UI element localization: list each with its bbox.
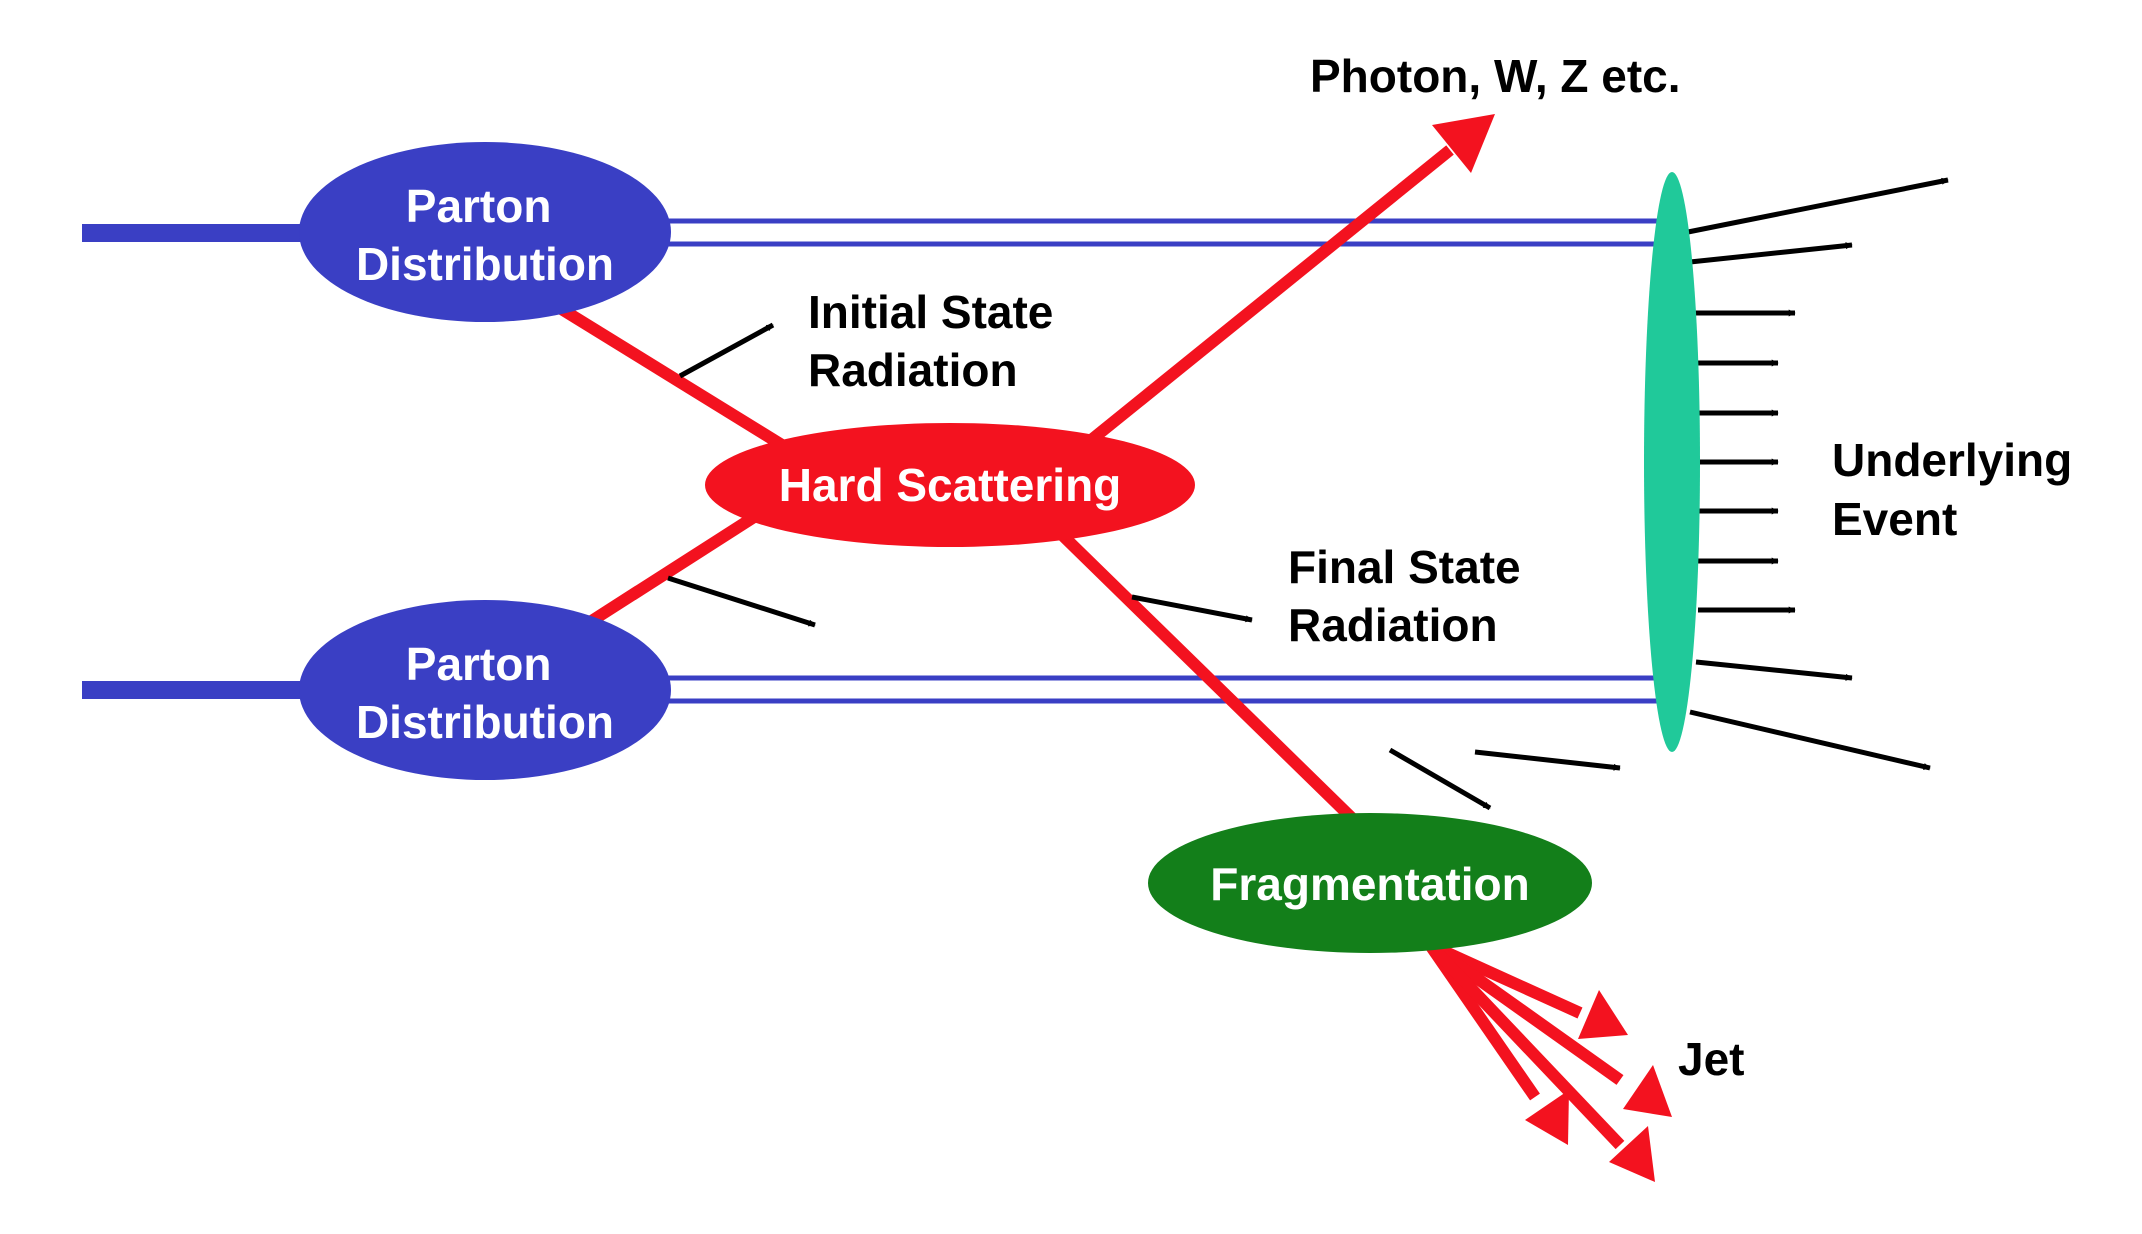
- parton-top-line-2: Distribution: [356, 238, 614, 290]
- jet-arrows: [1425, 939, 1625, 1150]
- radiation-arrows: [667, 322, 1621, 811]
- photon-label: Photon, W, Z etc.: [1310, 50, 1681, 102]
- svg-text:Parton Distribution: Parton Distribution: [356, 638, 614, 748]
- initial-state-label: Initial State Radiation: [808, 286, 1066, 396]
- initial-state-arrow-lower: [667, 575, 816, 628]
- hard-scattering-label: Hard Scattering: [779, 459, 1122, 511]
- jet-label: Jet: [1678, 1033, 1744, 1085]
- beam-line-bottom: [82, 681, 307, 699]
- initial-state-line-2: Radiation: [808, 344, 1018, 396]
- photon-arrowhead: [1432, 114, 1495, 173]
- svg-text:Parton Distribution: Parton Distribution: [356, 180, 614, 290]
- incoming-parton-line-top: [551, 299, 794, 456]
- underlying-line-1: Underlying: [1832, 434, 2072, 486]
- outgoing-parton-line: [1050, 523, 1365, 831]
- fragmentation-node: Fragmentation: [1148, 813, 1592, 953]
- final-state-line-1: Final State: [1288, 541, 1521, 593]
- jet-arrowheads: [1525, 990, 1672, 1182]
- final-state-arrow: [1131, 594, 1253, 623]
- parton-distribution-top: Parton Distribution: [299, 142, 671, 322]
- final-state-arrow-lower-a: [1388, 747, 1492, 811]
- beam-line-top: [82, 224, 307, 242]
- incoming-parton-line-bottom: [586, 504, 769, 628]
- spectator-lines-top: [650, 218, 1665, 247]
- initial-state-arrow: [678, 322, 775, 379]
- initial-state-line-1: Initial State: [808, 286, 1053, 338]
- underlying-event-label: Underlying Event: [1832, 434, 2085, 545]
- underlying-event-arrows: [1687, 177, 1949, 771]
- fragmentation-label: Fragmentation: [1210, 858, 1529, 910]
- red-parton-lines: [551, 145, 1454, 831]
- final-state-label: Final State Radiation: [1288, 541, 1533, 651]
- photon-line: [1081, 145, 1454, 450]
- spectator-lines-bottom: [650, 675, 1665, 704]
- underlying-line-2: Event: [1832, 493, 1957, 545]
- parton-distribution-bottom: Parton Distribution: [299, 600, 671, 780]
- hard-scattering-node: Hard Scattering: [705, 423, 1195, 547]
- parton-top-line-1: Parton: [406, 180, 552, 232]
- underlying-event-ellipse: [1644, 172, 1700, 752]
- parton-bottom-line-2: Distribution: [356, 696, 614, 748]
- final-state-arrow-lower-b: [1474, 749, 1621, 771]
- parton-bottom-line-1: Parton: [406, 638, 552, 690]
- final-state-line-2: Radiation: [1288, 599, 1498, 651]
